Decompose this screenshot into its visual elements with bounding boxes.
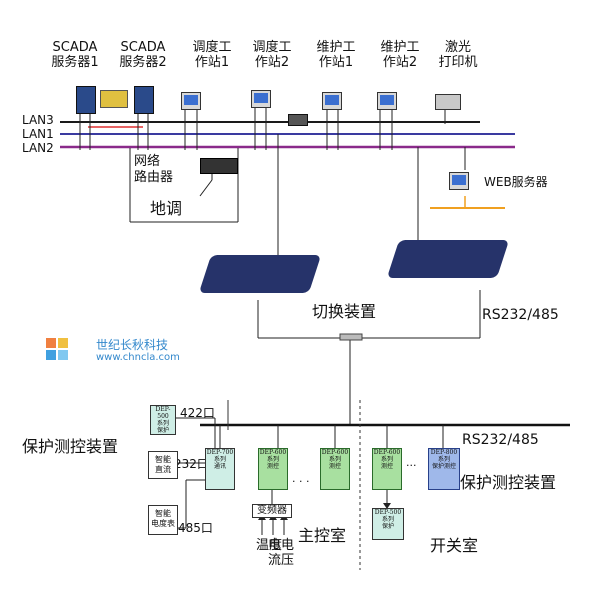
scada-server-1-icon xyxy=(76,86,96,114)
device-text: 保护 xyxy=(156,427,169,434)
device-label-line: 调度工 xyxy=(252,40,292,55)
sensor-current-label: 电流 xyxy=(268,538,282,568)
device-label: 调度工 作站1 xyxy=(186,40,238,70)
device-label-line: 打印机 xyxy=(438,55,478,70)
main-control-room-label: 主控室 xyxy=(298,526,347,545)
dep500-top-device: DEP-500 系列 保护 xyxy=(150,405,176,435)
dep600-device-a: DEP-600 系列 测控 xyxy=(258,448,288,490)
device-text: 测控 xyxy=(328,463,341,470)
regional-dispatch-label: 地调 xyxy=(150,199,183,218)
lan2-label: LAN2 xyxy=(22,141,54,155)
array-icon xyxy=(100,90,128,108)
smart-dc-line: 智能 xyxy=(155,455,171,464)
dep800-device: DEP-800 系列 保护测控 xyxy=(428,448,460,490)
dep600-device-c: DEP-600 系列 测控 xyxy=(372,448,402,490)
sensor-voltage-label: 电压 xyxy=(281,538,295,568)
device-text: 系列 xyxy=(156,420,169,427)
port-485-label: 485口 xyxy=(178,521,213,535)
device-label-line: 服务器2 xyxy=(119,55,167,70)
device-label: SCADA 服务器2 xyxy=(114,40,172,70)
device-text: DEP-600 xyxy=(321,449,349,456)
smart-dc-box: 智能 直流 xyxy=(148,451,178,479)
dep500-bottom-device: DEP-500 系列 保护 xyxy=(372,508,404,540)
lan3-label: LAN3 xyxy=(22,113,54,127)
device-label-line: 调度工 xyxy=(192,40,232,55)
left-protection-label: 保护测控装置 xyxy=(22,437,119,456)
device-text: DEP-500 xyxy=(155,406,171,420)
switch-room-label: 开关室 xyxy=(430,536,479,555)
workstation-maint-1-icon xyxy=(322,92,342,110)
device-label-line: SCADA xyxy=(52,40,98,55)
device-text: 保护测控 xyxy=(431,463,456,470)
web-server-label: WEB服务器 xyxy=(484,175,548,189)
printer-small-icon xyxy=(288,114,308,126)
logo-icon xyxy=(46,338,68,360)
switch-label: 切换装置 xyxy=(312,302,377,321)
workstation-maint-2-icon xyxy=(377,92,397,110)
device-text: 测控 xyxy=(266,463,279,470)
smart-meter-line: 电度表 xyxy=(151,519,175,528)
ellipsis-dots-switch: ··· xyxy=(406,459,417,472)
device-label: 激光 打印机 xyxy=(434,40,482,70)
device-text: 通讯 xyxy=(213,463,226,470)
device-text: DEP-500 xyxy=(374,509,402,516)
dep600-device-b: DEP-600 系列 测控 xyxy=(320,448,350,490)
device-label-line: 作站1 xyxy=(194,55,230,70)
device-label-line: SCADA xyxy=(120,40,166,55)
device-label-line: 维护工 xyxy=(380,40,420,55)
device-text: 系列 xyxy=(266,456,279,463)
router-label: 网络 路由器 xyxy=(134,154,173,186)
router-label-line: 网络 xyxy=(134,154,161,169)
device-text: DEP-600 xyxy=(373,449,401,456)
device-text: 系列 xyxy=(380,456,393,463)
device-label-line: 作站2 xyxy=(382,55,418,70)
port-232-label: 232口 xyxy=(174,457,209,471)
device-label: 维护工 作站1 xyxy=(310,40,362,70)
device-text: 系列 xyxy=(328,456,341,463)
device-text: 测控 xyxy=(380,463,393,470)
switch-device-left-icon xyxy=(198,255,322,293)
right-protection-label: 保护测控装置 xyxy=(460,473,557,492)
device-label: 调度工 作站2 xyxy=(246,40,298,70)
rs-label-top: RS232/485 xyxy=(482,307,559,323)
smart-meter-line: 智能 xyxy=(155,509,171,518)
port-422-label: 422口 xyxy=(180,406,215,420)
workstation-dispatch-2-icon xyxy=(251,90,271,108)
rs-label-bus: RS232/485 xyxy=(462,432,539,448)
laser-printer-icon xyxy=(435,94,461,110)
ellipsis-dots-main: · · · xyxy=(292,475,310,488)
device-text: 系列 xyxy=(437,456,450,463)
smart-dc-line: 直流 xyxy=(155,465,171,474)
device-text: DEP-700 xyxy=(206,449,234,456)
device-text: DEP-600 xyxy=(259,449,287,456)
inverter-box: 变频器 xyxy=(252,504,292,518)
device-label-line: 作站1 xyxy=(318,55,354,70)
smart-meter-box: 智能 电度表 xyxy=(148,505,178,535)
device-label-line: 激光 xyxy=(444,40,471,55)
workstation-dispatch-1-icon xyxy=(181,92,201,110)
device-label: 维护工 作站2 xyxy=(374,40,426,70)
scada-server-2-icon xyxy=(134,86,154,114)
device-label-line: 服务器1 xyxy=(51,55,99,70)
device-label-line: 维护工 xyxy=(316,40,356,55)
web-server-icon xyxy=(449,172,469,190)
device-text: DEP-800 xyxy=(430,449,458,456)
router-icon xyxy=(200,158,238,174)
dep700-device: DEP-700 系列 通讯 xyxy=(205,448,235,490)
device-label-line: 作站2 xyxy=(254,55,290,70)
switch-device-right-icon xyxy=(386,240,510,278)
device-text: 系列 xyxy=(213,456,226,463)
lan1-label: LAN1 xyxy=(22,127,54,141)
logo-name: 世纪长秋科技 xyxy=(96,338,169,352)
router-label-line: 路由器 xyxy=(134,170,174,185)
device-text: 系列 xyxy=(381,516,394,523)
device-label: SCADA 服务器1 xyxy=(48,40,102,70)
device-text: 保护 xyxy=(381,523,394,530)
logo-url: www.chncla.com xyxy=(96,352,180,363)
